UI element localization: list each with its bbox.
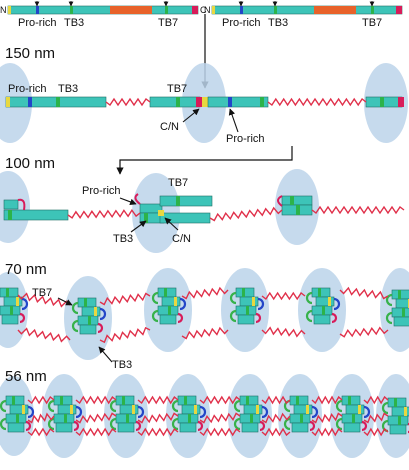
top-pro-rich-label: Pro-rich bbox=[18, 17, 57, 29]
row-70-bundles bbox=[0, 287, 409, 335]
row-label-100nm: 100 nm bbox=[5, 155, 56, 172]
row100-tb3-label: TB3 bbox=[113, 233, 134, 245]
top-tb7-label-2: TB7 bbox=[362, 17, 383, 29]
row-70-arrows bbox=[57, 297, 113, 363]
top-tb7-label: TB7 bbox=[158, 17, 179, 29]
domain-bar-right bbox=[211, 5, 403, 15]
row100-pro-rich-label: Pro-rich bbox=[82, 185, 121, 197]
row100-tb7-label: TB7 bbox=[168, 177, 189, 189]
row-100-arrows bbox=[119, 197, 179, 233]
row-100-linkers bbox=[67, 205, 405, 222]
row150-tb7-label: TB7 bbox=[167, 83, 188, 95]
top-pro-rich-label-2: Pro-rich bbox=[222, 17, 261, 29]
row-label-70nm: 70 nm bbox=[5, 261, 47, 278]
c-terminus-label: C bbox=[200, 5, 207, 15]
top-tb3-label: TB3 bbox=[64, 17, 85, 29]
n-terminus-label-2: N bbox=[204, 5, 211, 15]
row-70-ellipses bbox=[0, 268, 409, 360]
row-70-linkers bbox=[17, 286, 389, 344]
row-label-56nm: 56 nm bbox=[5, 368, 47, 385]
row150-pro-rich-label: Pro-rich bbox=[8, 83, 47, 95]
row70-tb7-label: TB7 bbox=[32, 287, 53, 299]
row70-tb3-label: TB3 bbox=[112, 359, 133, 371]
top-tick-arrows bbox=[34, 1, 375, 7]
n-terminus-label: N bbox=[0, 5, 7, 15]
row-56-linkers bbox=[27, 395, 389, 437]
row-label-150nm: 150 nm bbox=[5, 45, 56, 62]
row-150-arrows bbox=[182, 108, 239, 133]
domain-bar-left bbox=[7, 5, 199, 15]
row100-cn-label: C/N bbox=[172, 233, 191, 245]
row-56-bundles bbox=[0, 395, 409, 435]
row-150-linkers bbox=[105, 97, 367, 107]
row150-cn-label: C/N bbox=[160, 121, 179, 133]
row150-pro-rich-arrow-label: Pro-rich bbox=[226, 133, 265, 145]
row150-tb3-label: TB3 bbox=[58, 83, 79, 95]
top-tb3-label-2: TB3 bbox=[268, 17, 289, 29]
